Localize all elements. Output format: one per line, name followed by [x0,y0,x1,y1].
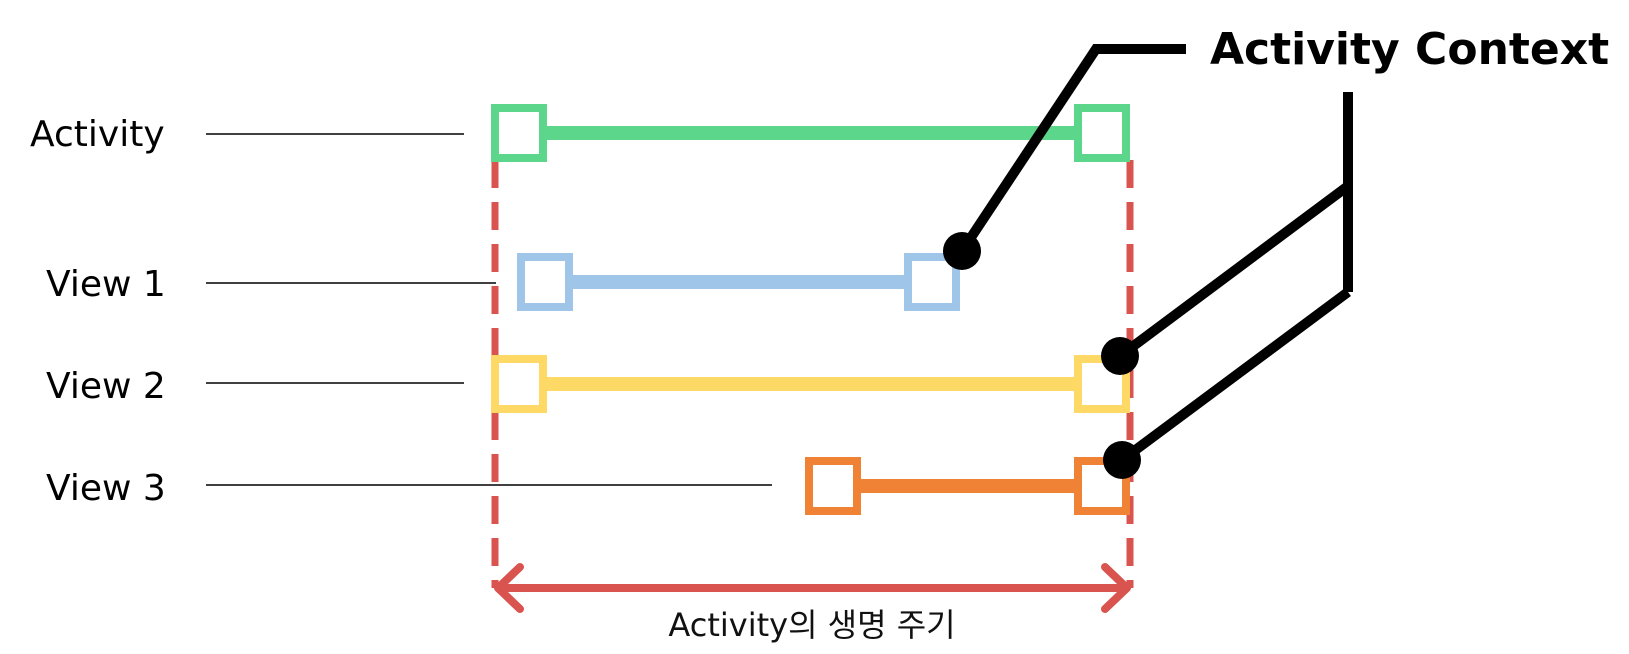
callout-line-view-2 [1117,181,1351,361]
callout-dot-view-2 [1101,337,1139,375]
callout-dot-view-1 [943,232,981,270]
row-label-view-3: View 3 [46,468,166,509]
bar-activity-end-handle [1074,104,1130,162]
lifecycle-arrow [494,563,1131,613]
lifetime-bar-activity [491,104,1130,162]
activity-context-title: Activity Context [1210,24,1609,75]
lifecycle-arrow-left-head [494,563,524,613]
row-label-view-1: View 1 [46,264,166,305]
bar-view-2-start-handle [491,355,547,413]
row-label-activity: Activity [30,114,165,155]
row-label-view-2: View 2 [46,366,166,407]
callout-line-view-1 [957,44,1186,254]
lifecycle-arrow-right-head [1101,563,1131,613]
lifecycle-caption: Activity의 생명 주기 [668,606,955,644]
bar-view-1-start-handle [517,253,573,311]
bar-view-1-end-handle [904,253,960,311]
lifetime-bar-view-2 [491,355,1130,413]
callout-dot-view-3 [1103,441,1141,479]
bar-activity-start-handle [491,104,547,162]
lifetime-bar-view-1 [517,253,960,311]
callout-line-view-3 [1119,287,1351,465]
bar-view-3-start-handle [805,457,861,515]
lifetime-bar-view-3 [805,457,1130,515]
